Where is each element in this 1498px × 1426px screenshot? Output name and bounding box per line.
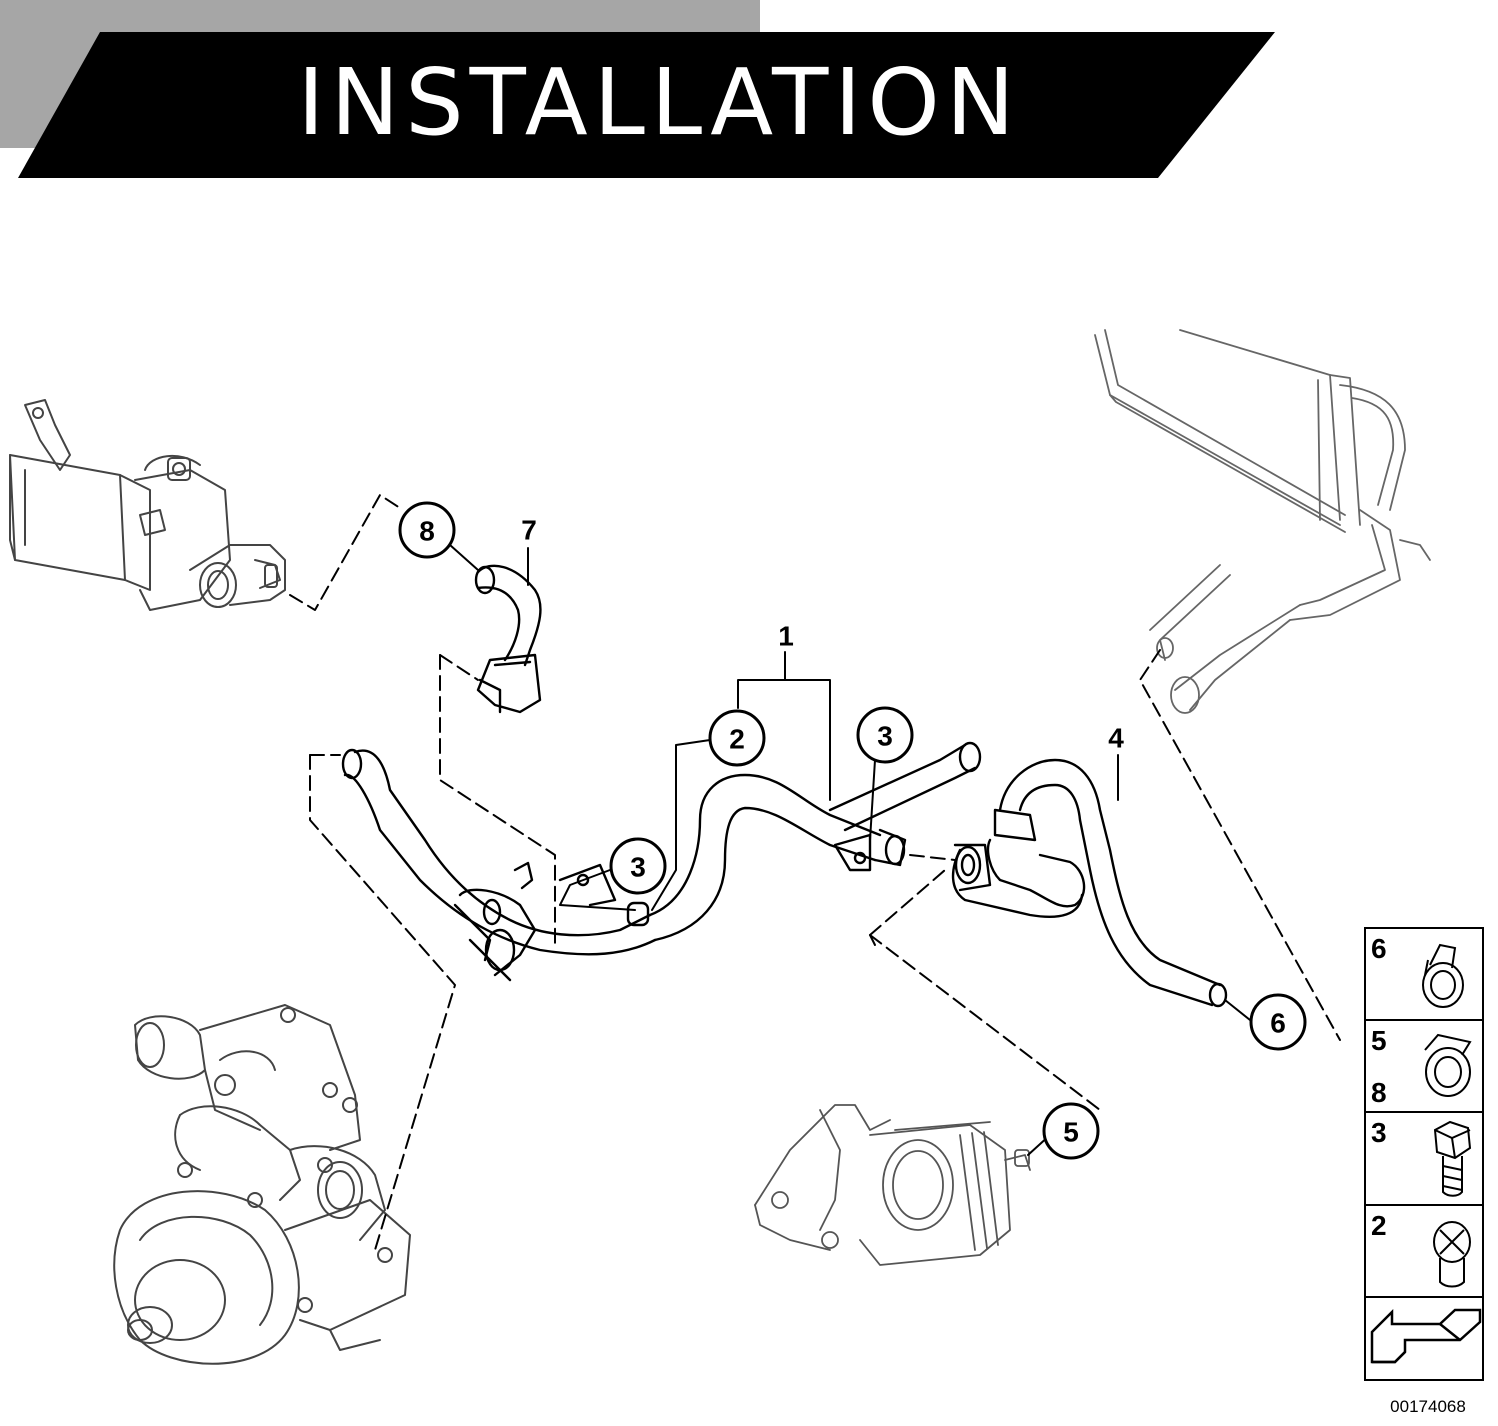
- front-direction-icon: [1370, 1308, 1482, 1364]
- callout-circle-3-right: [856, 706, 914, 764]
- heater-core-drawing: [1094, 329, 1431, 714]
- callout-3-left: 3: [630, 852, 646, 883]
- hose-7: [474, 564, 542, 714]
- legend-label-2: 2: [1371, 1210, 1387, 1241]
- label-1: 1: [778, 621, 794, 652]
- legend-label-8: 8: [1371, 1077, 1387, 1108]
- callout-8: 8: [419, 516, 435, 547]
- label-4: 4: [1108, 723, 1124, 754]
- callout-circle-5: [1042, 1102, 1100, 1160]
- callout-circle-8: [398, 501, 456, 559]
- hex-bolt-icon: [1433, 1120, 1472, 1197]
- banner-title: INSTALLATION: [297, 49, 1021, 156]
- callout-circle-6: [1249, 993, 1307, 1051]
- callout-circle-3-left: [609, 837, 667, 895]
- parts-legend: [1364, 927, 1484, 1381]
- dashed-leaders: [289, 494, 1341, 1251]
- oil-cooler-drawing: [754, 1104, 1031, 1266]
- water-pump-drawing: [113, 1004, 411, 1365]
- spring-clamp-icon: [1424, 1033, 1472, 1097]
- callout-circles: [398, 501, 1307, 1160]
- callout-2: 2: [729, 724, 745, 755]
- hose-connector: [453, 861, 537, 982]
- callout-6: 6: [1270, 1008, 1286, 1039]
- legend-label-6: 6: [1371, 933, 1387, 964]
- callout-circle-2: [708, 709, 766, 767]
- callout-3-right: 3: [877, 721, 893, 752]
- solid-leaders: [449, 544, 1251, 1156]
- legend-label-3: 3: [1371, 1117, 1387, 1148]
- callout-5: 5: [1063, 1117, 1079, 1148]
- hose-clamp-icon: [1422, 943, 1464, 1008]
- screw-icon: [1433, 1221, 1471, 1288]
- hose-4: [951, 758, 1228, 1008]
- legend-label-5: 5: [1371, 1025, 1387, 1056]
- hose-1: [341, 741, 982, 956]
- banner-shape: [18, 32, 1275, 178]
- diagram-code: 00174068: [1390, 1397, 1466, 1416]
- label-7: 7: [521, 515, 537, 546]
- thermostat-housing-drawing: [9, 399, 286, 611]
